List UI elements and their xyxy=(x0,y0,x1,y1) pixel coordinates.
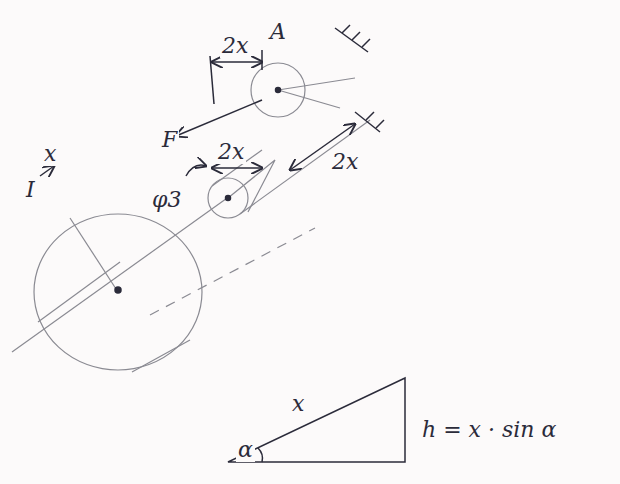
hatch xyxy=(366,112,384,128)
direction-arrow xyxy=(40,166,54,176)
wheel-arm xyxy=(278,78,355,90)
dimension-label: 2x xyxy=(220,34,250,58)
side-label: x xyxy=(290,392,306,416)
angle-label: φ3 xyxy=(150,188,183,212)
rotation-arrow xyxy=(186,165,206,176)
dashed-line xyxy=(150,228,315,315)
extension-line xyxy=(210,56,214,104)
center-dot xyxy=(276,88,281,93)
rope-line xyxy=(240,120,370,214)
ground-line xyxy=(132,340,190,372)
dimension-label: 2x xyxy=(330,150,360,174)
force-label: F xyxy=(160,128,179,152)
dimension-label: 2x xyxy=(216,140,246,164)
tangent-line xyxy=(38,262,120,322)
center-dot xyxy=(226,196,231,201)
axis-label: x xyxy=(42,142,58,166)
center-dot xyxy=(115,287,121,293)
wall xyxy=(335,28,368,52)
wall xyxy=(355,112,380,132)
incline-line xyxy=(12,196,230,352)
dimension-line xyxy=(212,167,262,169)
force-arrow xyxy=(176,100,262,136)
inertia-label: I xyxy=(24,178,37,202)
hatch xyxy=(342,25,370,47)
wheel-arm xyxy=(278,90,340,108)
triangle xyxy=(228,378,405,462)
wheel-a xyxy=(251,63,305,117)
dimension-line xyxy=(212,61,262,63)
point-label: A xyxy=(268,20,288,44)
angle-label: α xyxy=(236,438,255,462)
angle-arc xyxy=(258,448,263,462)
extension-line xyxy=(261,50,263,70)
formula-label: h = x · sin α xyxy=(420,418,558,442)
